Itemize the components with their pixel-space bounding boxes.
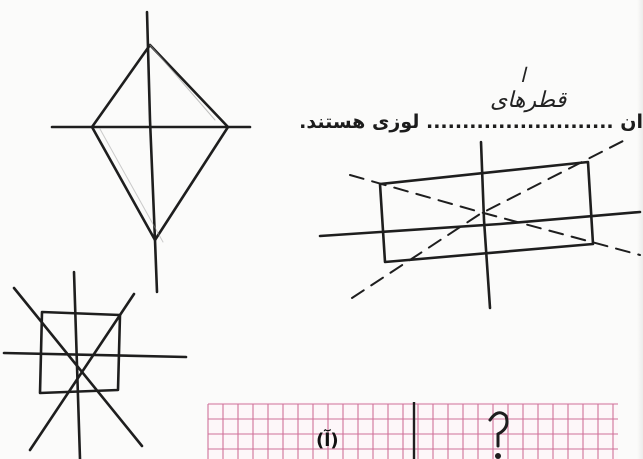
rectangle-vertical-axis xyxy=(479,140,492,310)
rectangle-outline xyxy=(378,160,595,264)
grid-label: (آ) xyxy=(316,430,339,451)
square-diagonal-1 xyxy=(12,286,144,448)
question-mark-dot xyxy=(495,453,501,459)
page-edge-shadow xyxy=(637,0,643,459)
fill-in-sentence: ان .......................... لوزی هستند… xyxy=(299,111,643,133)
rectangle-drawing xyxy=(318,139,642,310)
rectangle-dashed-diagonals xyxy=(349,139,641,299)
square-diagonal-2 xyxy=(28,292,136,452)
rectangle-horizontal-axis xyxy=(318,210,642,238)
rhombus-vertical-diagonal xyxy=(145,10,159,294)
grid-paper xyxy=(207,402,618,459)
question-mark-drawing xyxy=(488,411,509,448)
handwritten-answer: قطرهای xyxy=(490,88,567,113)
rhombus-drawing xyxy=(50,10,252,294)
rhombus-faint-inner xyxy=(149,44,216,121)
rhombus-outline xyxy=(90,43,230,242)
square-outline xyxy=(38,310,122,395)
square-horizontal-axis xyxy=(2,351,188,359)
square-drawing xyxy=(2,270,188,459)
rhombus-faint-lower xyxy=(99,128,164,243)
handwritten-mark: ا xyxy=(520,63,526,87)
